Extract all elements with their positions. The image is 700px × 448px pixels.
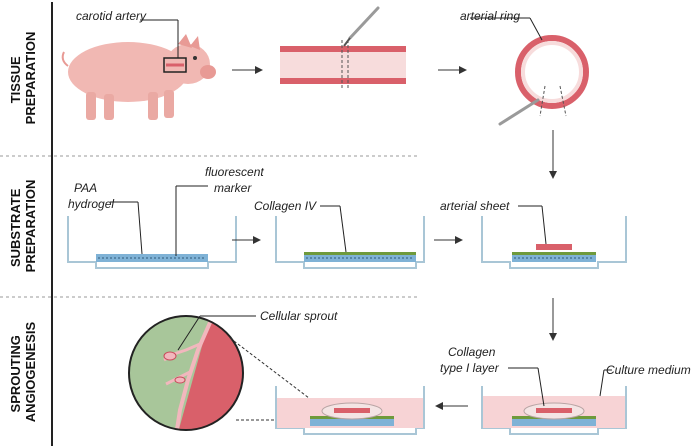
ring-leader-drop [529, 17, 543, 41]
label-marker: marker [214, 181, 252, 195]
section-title-tissue: TISSUE PREPARATION [8, 32, 38, 125]
arterial-ring-inner [521, 41, 583, 103]
label-arterial-ring: arterial ring [460, 9, 520, 23]
ring-cut-line-2 [559, 85, 567, 117]
dish-2 [275, 216, 425, 269]
label-cellular-sprout: Cellular sprout [260, 309, 338, 323]
collagen-iv-leader-drop [339, 205, 347, 253]
label-collagen-iv: Collagen IV [254, 199, 317, 213]
label-carotid-artery: carotid artery [76, 9, 147, 23]
section-title-substrate: SUBSTRATE PREPARATION [8, 180, 38, 273]
dish-4 [275, 386, 425, 435]
medium-leader-drop [599, 369, 605, 397]
paa-leader-drop [137, 201, 143, 255]
section-title-sprouting: SPROUTING ANGIOGENESIS [8, 321, 38, 422]
label-hydrogel: hydrogel [68, 197, 114, 211]
dish-3 [481, 216, 627, 269]
label-type-i-layer: type I layer [440, 361, 500, 375]
label-culture-medium: Culture medium [606, 363, 691, 377]
label-fluorescent: fluorescent [205, 165, 264, 179]
label-paa: PAA [74, 181, 97, 195]
carotid-artery-box [163, 57, 187, 73]
label-collagen: Collagen [448, 345, 496, 359]
sprout-leader-drop [177, 315, 201, 351]
scalpel-icon [343, 6, 380, 47]
label-arterial-sheet: arterial sheet [440, 199, 510, 213]
zoom-line-1 [229, 337, 331, 415]
artery-segment [280, 46, 406, 84]
collagen-i-leader-drop [537, 367, 545, 407]
sheet-leader-drop [541, 205, 547, 245]
forceps-icon [498, 98, 540, 126]
dish-5 [481, 386, 627, 435]
dish-1 [67, 216, 237, 269]
ring-cut-line-1 [539, 85, 546, 117]
pig-illustration [61, 34, 216, 120]
sprout-zoom-outline [128, 315, 244, 431]
arterial-ring-outer [515, 35, 589, 109]
